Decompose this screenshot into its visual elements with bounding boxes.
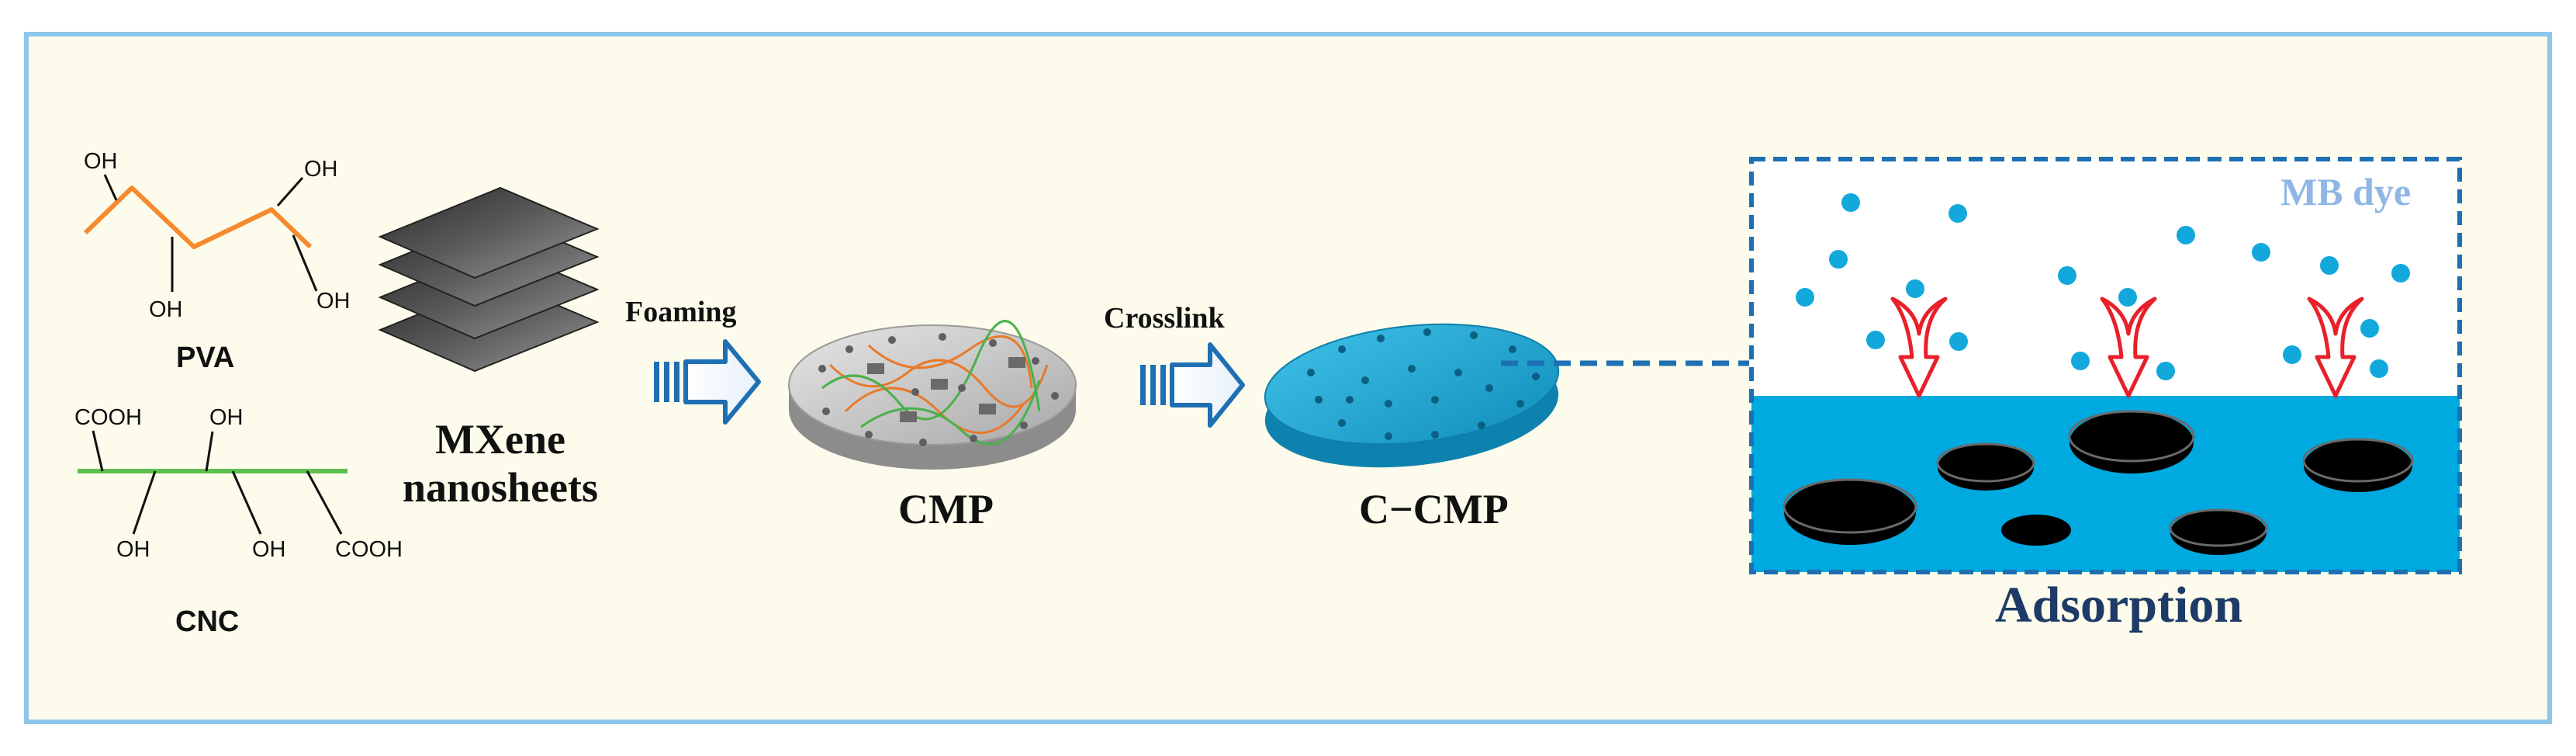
adsorption-label: Adsorption xyxy=(1995,577,2243,633)
pva-oh-bottom-left: OH xyxy=(149,297,183,322)
cnc-cooh-bottom: COOH xyxy=(335,537,403,562)
mb-dye-label: MB dye xyxy=(2280,170,2412,213)
adsorption-inset xyxy=(1749,157,2462,574)
cmp-disc xyxy=(788,320,1077,470)
mxene-sheet-stack-icon xyxy=(378,186,600,373)
pva-oh-bottom-right: OH xyxy=(316,289,351,314)
dye-dot-icon xyxy=(1796,193,2410,380)
pva-chain-icon xyxy=(83,174,318,292)
cnc-chain-icon xyxy=(78,430,348,535)
cnc-oh-top: OH xyxy=(209,405,244,430)
curved-down-arrow-icon xyxy=(1890,297,2364,398)
cnc-oh-bottom-left: OH xyxy=(116,537,150,562)
crosslink-step-label: Crosslink xyxy=(1104,302,1225,335)
foaming-arrow-icon xyxy=(654,339,761,425)
ccmp-disc xyxy=(1264,323,1560,468)
crosslink-arrow-icon xyxy=(1140,342,1245,428)
mxene-label: MXene nanosheets xyxy=(396,415,605,512)
ccmp-label: C−CMP xyxy=(1359,486,1509,532)
pva-label: PVA xyxy=(176,342,235,374)
cnc-oh-bottom-mid: OH xyxy=(252,537,286,562)
mxene-label-line2: nanosheets xyxy=(402,464,599,511)
pore-ellipse-icon xyxy=(1782,410,2414,555)
cnc-cooh-top: COOH xyxy=(74,405,142,430)
pva-oh-top-left: OH xyxy=(84,149,118,174)
pva-oh-top-right: OH xyxy=(304,157,338,182)
cmp-label: CMP xyxy=(898,486,994,532)
cnc-label: CNC xyxy=(175,605,240,638)
inset-border xyxy=(1749,157,2462,574)
foaming-step-label: Foaming xyxy=(625,296,737,328)
mxene-label-line1: MXene xyxy=(435,416,565,463)
